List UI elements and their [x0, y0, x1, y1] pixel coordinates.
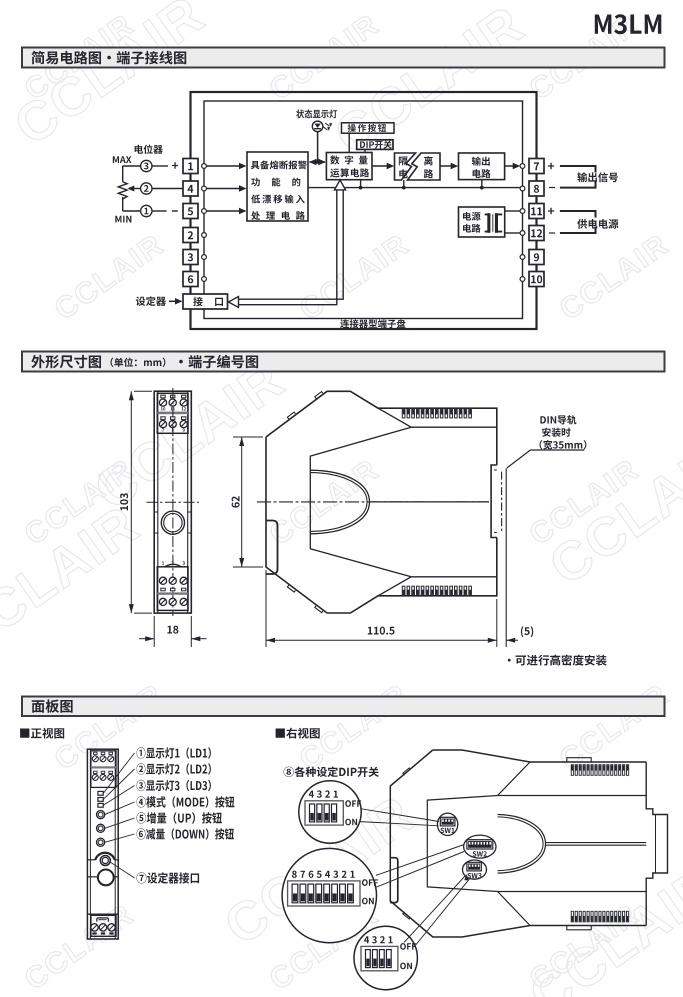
svg-text:CCLAIR: CCLAIR: [49, 228, 171, 327]
svg-text:CCLAIR: CCLAIR: [294, 228, 416, 327]
svg-text:CCLAIR: CCLAIR: [19, 898, 141, 997]
svg-text:CCLAIR: CCLAIR: [294, 678, 416, 777]
svg-text:CCLAIR: CCLAIR: [84, 349, 295, 522]
svg-text:CCLAIR: CCLAIR: [554, 228, 676, 327]
